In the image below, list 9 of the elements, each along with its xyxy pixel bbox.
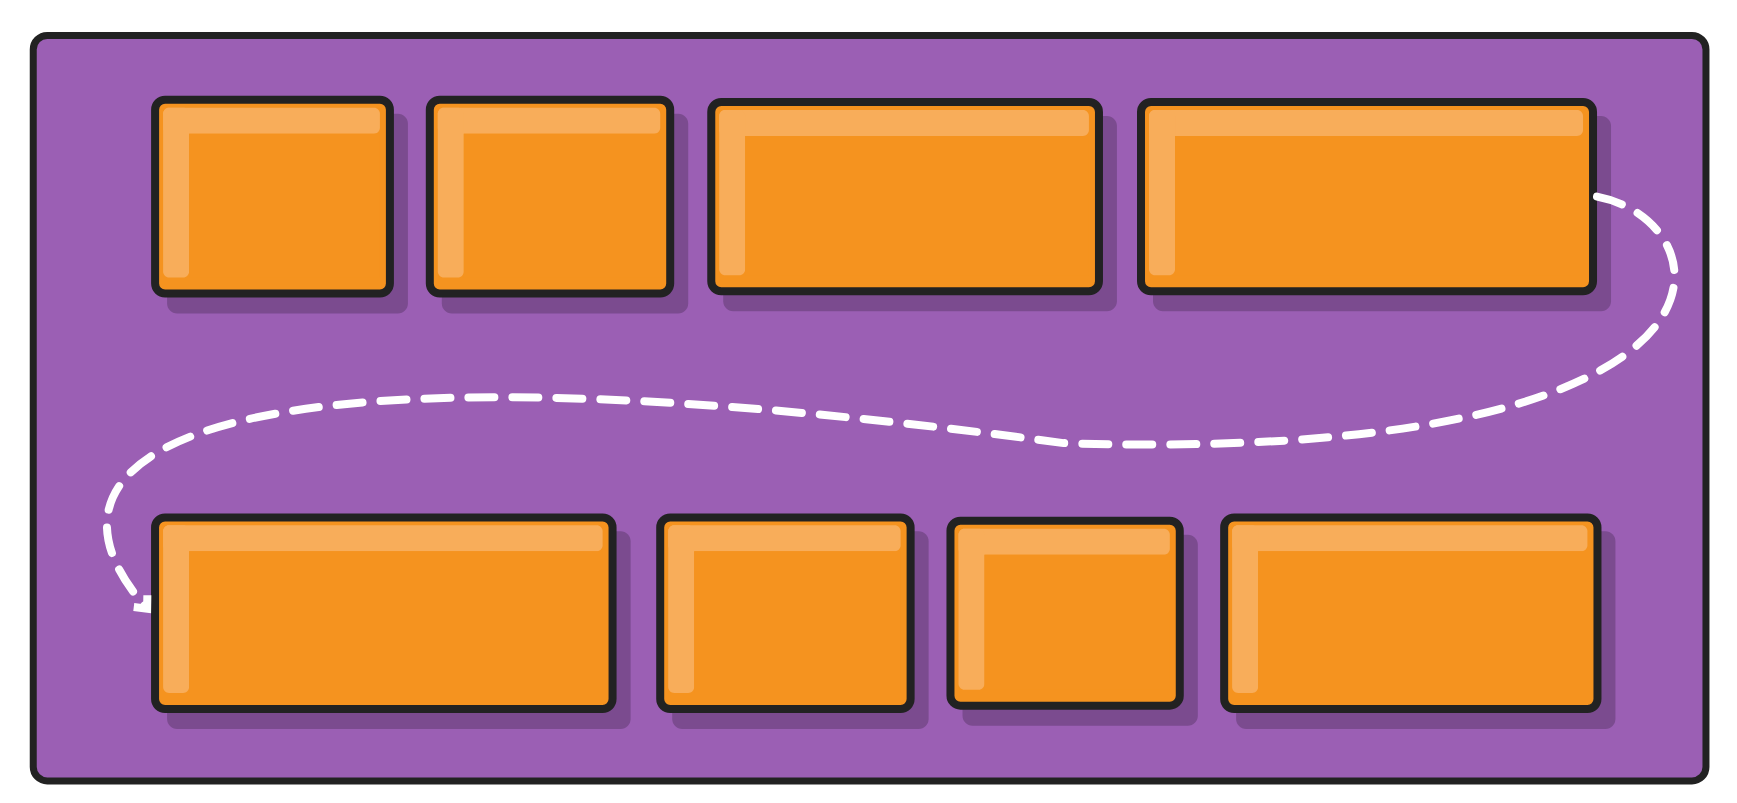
box [707, 97, 1117, 312]
box [656, 513, 929, 729]
box [1137, 97, 1611, 312]
box [151, 513, 631, 729]
box [151, 95, 408, 314]
box [1220, 513, 1616, 729]
arrow [103, 192, 1679, 614]
box [946, 516, 1198, 726]
box [425, 95, 689, 314]
